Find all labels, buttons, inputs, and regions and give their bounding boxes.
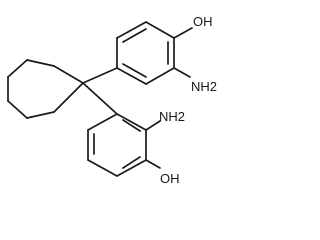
cyclohexane-ring: [7, 59, 84, 119]
amino-label-bottom: NH2: [159, 109, 185, 124]
hydroxyl-label-bottom: OH: [160, 171, 180, 186]
benzene-ring-bottom: [87, 113, 161, 177]
benzene-ring-top: [116, 21, 193, 85]
hydroxyl-label-top: OH: [193, 14, 213, 29]
amino-label-top: NH2: [191, 79, 217, 94]
aryl-links: [82, 67, 118, 115]
chemical-structure: OH NH2 NH2 OH: [7, 14, 217, 186]
